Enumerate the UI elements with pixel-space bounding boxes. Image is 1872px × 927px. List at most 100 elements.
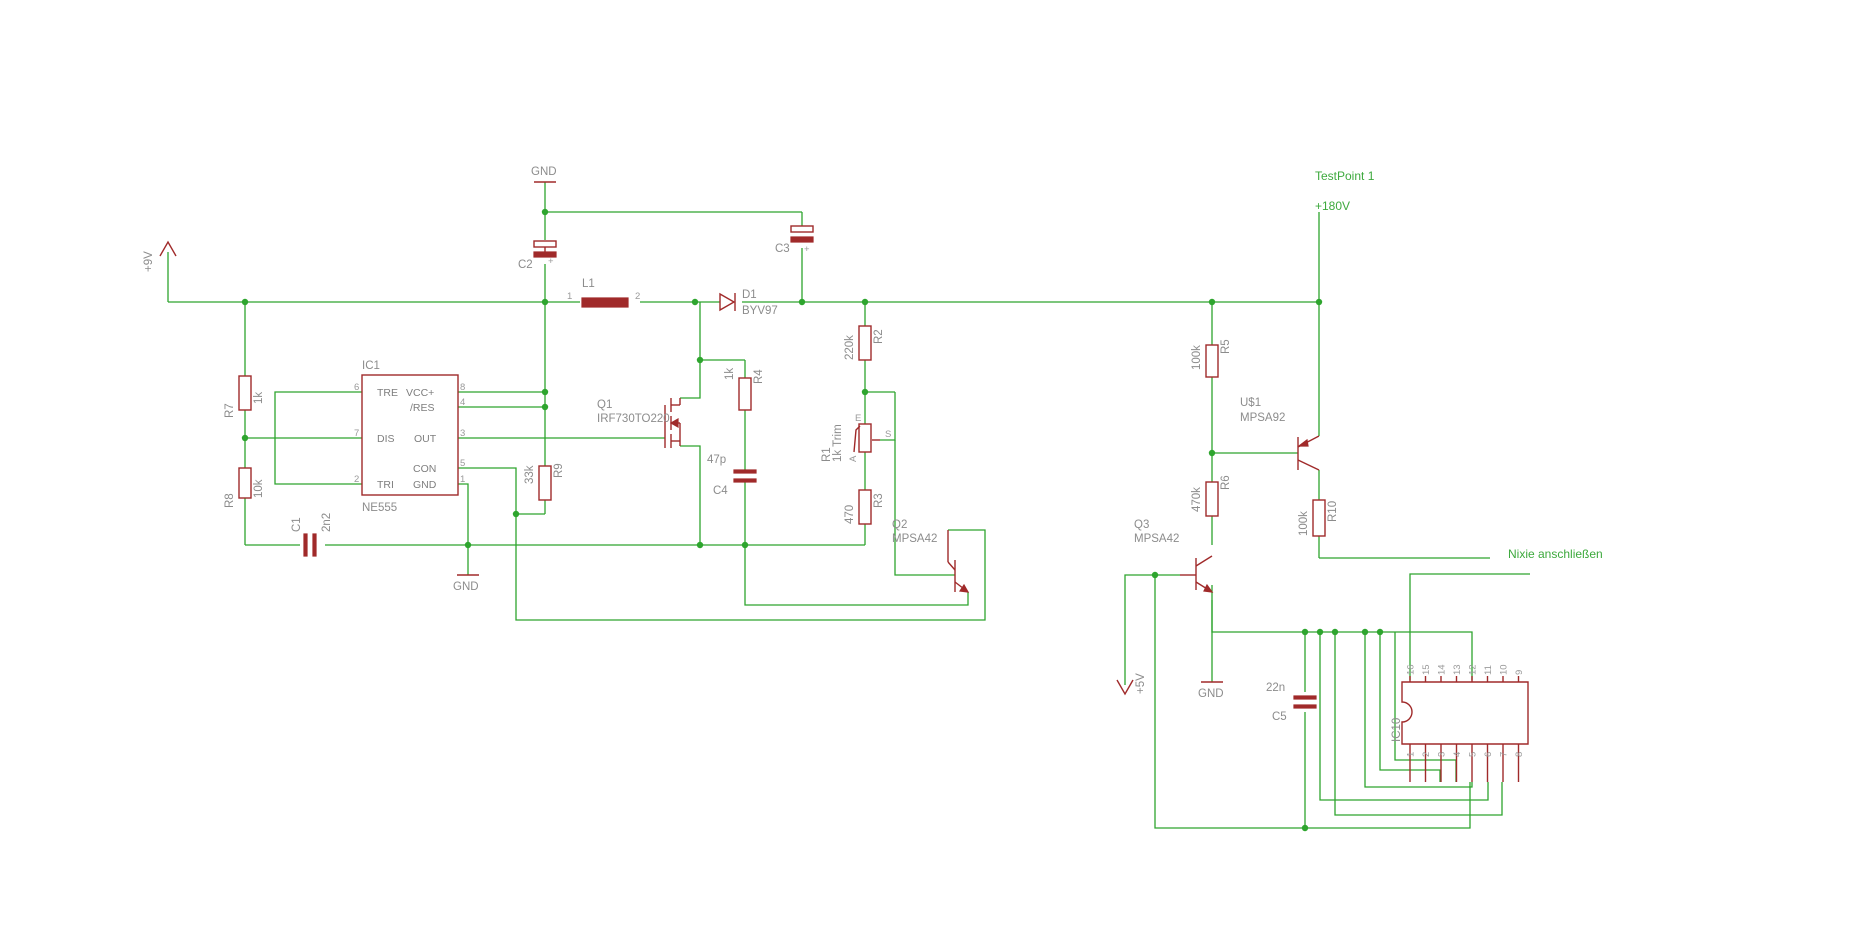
hv-label: +180V bbox=[1315, 199, 1350, 213]
ic1-pin-res: /RES bbox=[410, 402, 435, 414]
q2-value: MPSA42 bbox=[892, 533, 937, 545]
r2-value: 220k bbox=[844, 335, 856, 360]
ic10-pin-number: 16 bbox=[1406, 664, 1417, 675]
ic10-pin-number: 4 bbox=[1452, 752, 1463, 757]
ic10-pin-number: 7 bbox=[1499, 752, 1510, 757]
r1-pin-e: E bbox=[855, 413, 861, 424]
ic10-pin-number: 5 bbox=[1468, 752, 1479, 757]
ic10-pin-number: 13 bbox=[1452, 664, 1463, 675]
ic1-pin-tri: TRI bbox=[377, 479, 394, 491]
c4-name: C4 bbox=[713, 485, 728, 497]
vin-label: +9V bbox=[143, 251, 155, 272]
resistor-r9: 33k R9 bbox=[524, 463, 565, 501]
r6-name: R6 bbox=[1220, 475, 1232, 490]
r3-value: 470 bbox=[844, 505, 856, 524]
ic1-num-7: 7 bbox=[354, 428, 359, 439]
gnd-555-symbol: GND bbox=[453, 574, 479, 593]
ic1-num-6: 6 bbox=[354, 382, 359, 393]
r1-name: R1 bbox=[821, 447, 833, 462]
r1-value: 1k Trim bbox=[832, 424, 844, 462]
ic10-pin-number: 14 bbox=[1437, 664, 1448, 675]
r1-pin-a: A bbox=[848, 455, 859, 462]
r7-value: 1k bbox=[253, 392, 265, 404]
r5-name: R5 bbox=[1220, 339, 1232, 354]
r8-value: 10k bbox=[253, 479, 265, 498]
q2-name: Q2 bbox=[892, 519, 907, 531]
q3-name: Q3 bbox=[1134, 519, 1149, 531]
r3-name: R3 bbox=[873, 493, 885, 508]
capacitor-c2: + C2 bbox=[518, 240, 557, 271]
c5-name: C5 bbox=[1272, 711, 1287, 723]
q1-value: IRF730TO220 bbox=[597, 413, 670, 425]
r7-name: R7 bbox=[224, 403, 236, 418]
junctions bbox=[241, 208, 1384, 832]
ic1-pin-tre: TRE bbox=[377, 387, 398, 399]
supply-5v-symbol: +5V bbox=[1116, 673, 1147, 696]
resistor-r4: 1k R4 bbox=[724, 368, 765, 411]
ic1-name: IC1 bbox=[362, 360, 380, 372]
ic10-pin-number: 2 bbox=[1421, 752, 1432, 757]
ic1-pin-vcc: VCC+ bbox=[406, 387, 434, 399]
l1-pin1: 1 bbox=[567, 291, 572, 302]
ic1-pin-con: CON bbox=[413, 463, 436, 475]
r6-value: 470k bbox=[1191, 487, 1203, 512]
u1-name: U$1 bbox=[1240, 397, 1261, 409]
resistor-r8: R8 10k bbox=[224, 467, 265, 508]
vcc5-label: +5V bbox=[1135, 673, 1147, 694]
r9-value: 33k bbox=[524, 465, 536, 484]
ic1-pin-gnd: GND bbox=[413, 479, 437, 491]
c2-name: C2 bbox=[518, 259, 533, 271]
transistor-u1: U$1 MPSA92 bbox=[1240, 397, 1320, 471]
ic10-name: IC10 bbox=[1391, 718, 1403, 742]
ic1-num-2: 2 bbox=[354, 474, 359, 485]
d1-value: BYV97 bbox=[742, 305, 778, 317]
ic10-pin-number: 9 bbox=[1514, 670, 1525, 675]
r10-value: 100k bbox=[1298, 511, 1310, 536]
transistor-q2: Q2 MPSA42 bbox=[892, 519, 970, 593]
ic1-pin-dis: DIS bbox=[377, 433, 395, 445]
ic1-value: NE555 bbox=[362, 502, 397, 514]
wires bbox=[167, 182, 1530, 829]
mosfet-q1: Q1 IRF730TO220 bbox=[597, 398, 681, 448]
resistor-r2: 220k R2 bbox=[844, 325, 885, 361]
resistor-r6: 470k R6 bbox=[1191, 475, 1232, 517]
capacitor-c4: 47p C4 bbox=[707, 454, 757, 497]
c1-value: 2n2 bbox=[321, 513, 333, 532]
ic10-pin-number: 1 bbox=[1406, 752, 1417, 757]
d1-name: D1 bbox=[742, 289, 757, 301]
nixie-label: Nixie anschließen bbox=[1508, 547, 1603, 561]
r4-value: 1k bbox=[724, 368, 736, 380]
gnd-555-label: GND bbox=[453, 581, 479, 593]
c3-name: C3 bbox=[775, 243, 790, 255]
r9-name: R9 bbox=[553, 463, 565, 478]
ic10-pin-number: 8 bbox=[1514, 752, 1525, 757]
capacitor-c5: 22n C5 bbox=[1266, 682, 1317, 723]
ic10-pin-number: 11 bbox=[1483, 665, 1494, 675]
ic1-ne555: IC1 NE555 TRE DIS TRI 6 7 2 VCC+ /RES OU… bbox=[354, 360, 465, 514]
svg-text:+: + bbox=[804, 244, 810, 255]
l1-pin2: 2 bbox=[635, 291, 640, 302]
supply-9v-symbol: +9V bbox=[143, 240, 177, 272]
l1-name: L1 bbox=[582, 278, 595, 290]
resistor-r3: 470 R3 bbox=[844, 489, 885, 525]
ic10-pin-number: 3 bbox=[1437, 752, 1448, 757]
capacitor-c3: + C3 bbox=[775, 225, 814, 255]
ic1-pin-out: OUT bbox=[414, 433, 437, 445]
trimmer-r1: R1 1k Trim E A S bbox=[821, 413, 891, 462]
r10-name: R10 bbox=[1327, 501, 1339, 522]
r8-name: R8 bbox=[224, 493, 236, 508]
transistor-q3: Q3 MPSA42 bbox=[1134, 519, 1214, 593]
ic1-num-3: 3 bbox=[460, 428, 465, 439]
resistor-r10: 100k R10 bbox=[1298, 499, 1339, 537]
resistor-r5: 100k R5 bbox=[1191, 339, 1232, 378]
gnd-q3-label: GND bbox=[1198, 688, 1224, 700]
c1-name: C1 bbox=[291, 517, 303, 532]
c4-value: 47p bbox=[707, 454, 726, 466]
c5-value: 22n bbox=[1266, 682, 1285, 694]
ic1-num-8: 8 bbox=[460, 382, 465, 393]
q3-value: MPSA42 bbox=[1134, 533, 1179, 545]
